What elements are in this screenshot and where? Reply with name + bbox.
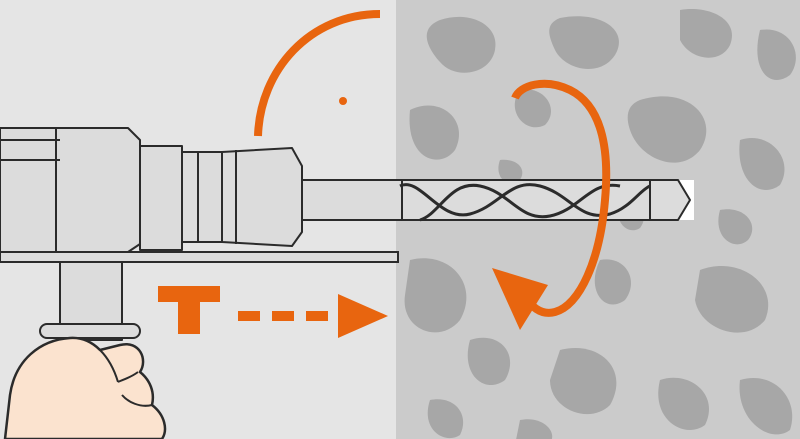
guide-plate — [0, 251, 399, 263]
dashed-arrow-right-icon — [238, 294, 388, 338]
hand-fingers — [99, 349, 153, 407]
wall-texture — [404, 9, 796, 439]
hand — [3, 336, 167, 439]
bit-tip — [649, 179, 691, 221]
bit-flute-2 — [419, 183, 621, 222]
drill-handle — [39, 261, 141, 341]
hammer-t-icon — [158, 286, 220, 334]
arc-with-center-dot-icon — [254, 10, 381, 137]
drill-bit — [301, 179, 691, 222]
drill-body — [0, 127, 303, 253]
rotation-arrow-icon — [492, 79, 611, 330]
